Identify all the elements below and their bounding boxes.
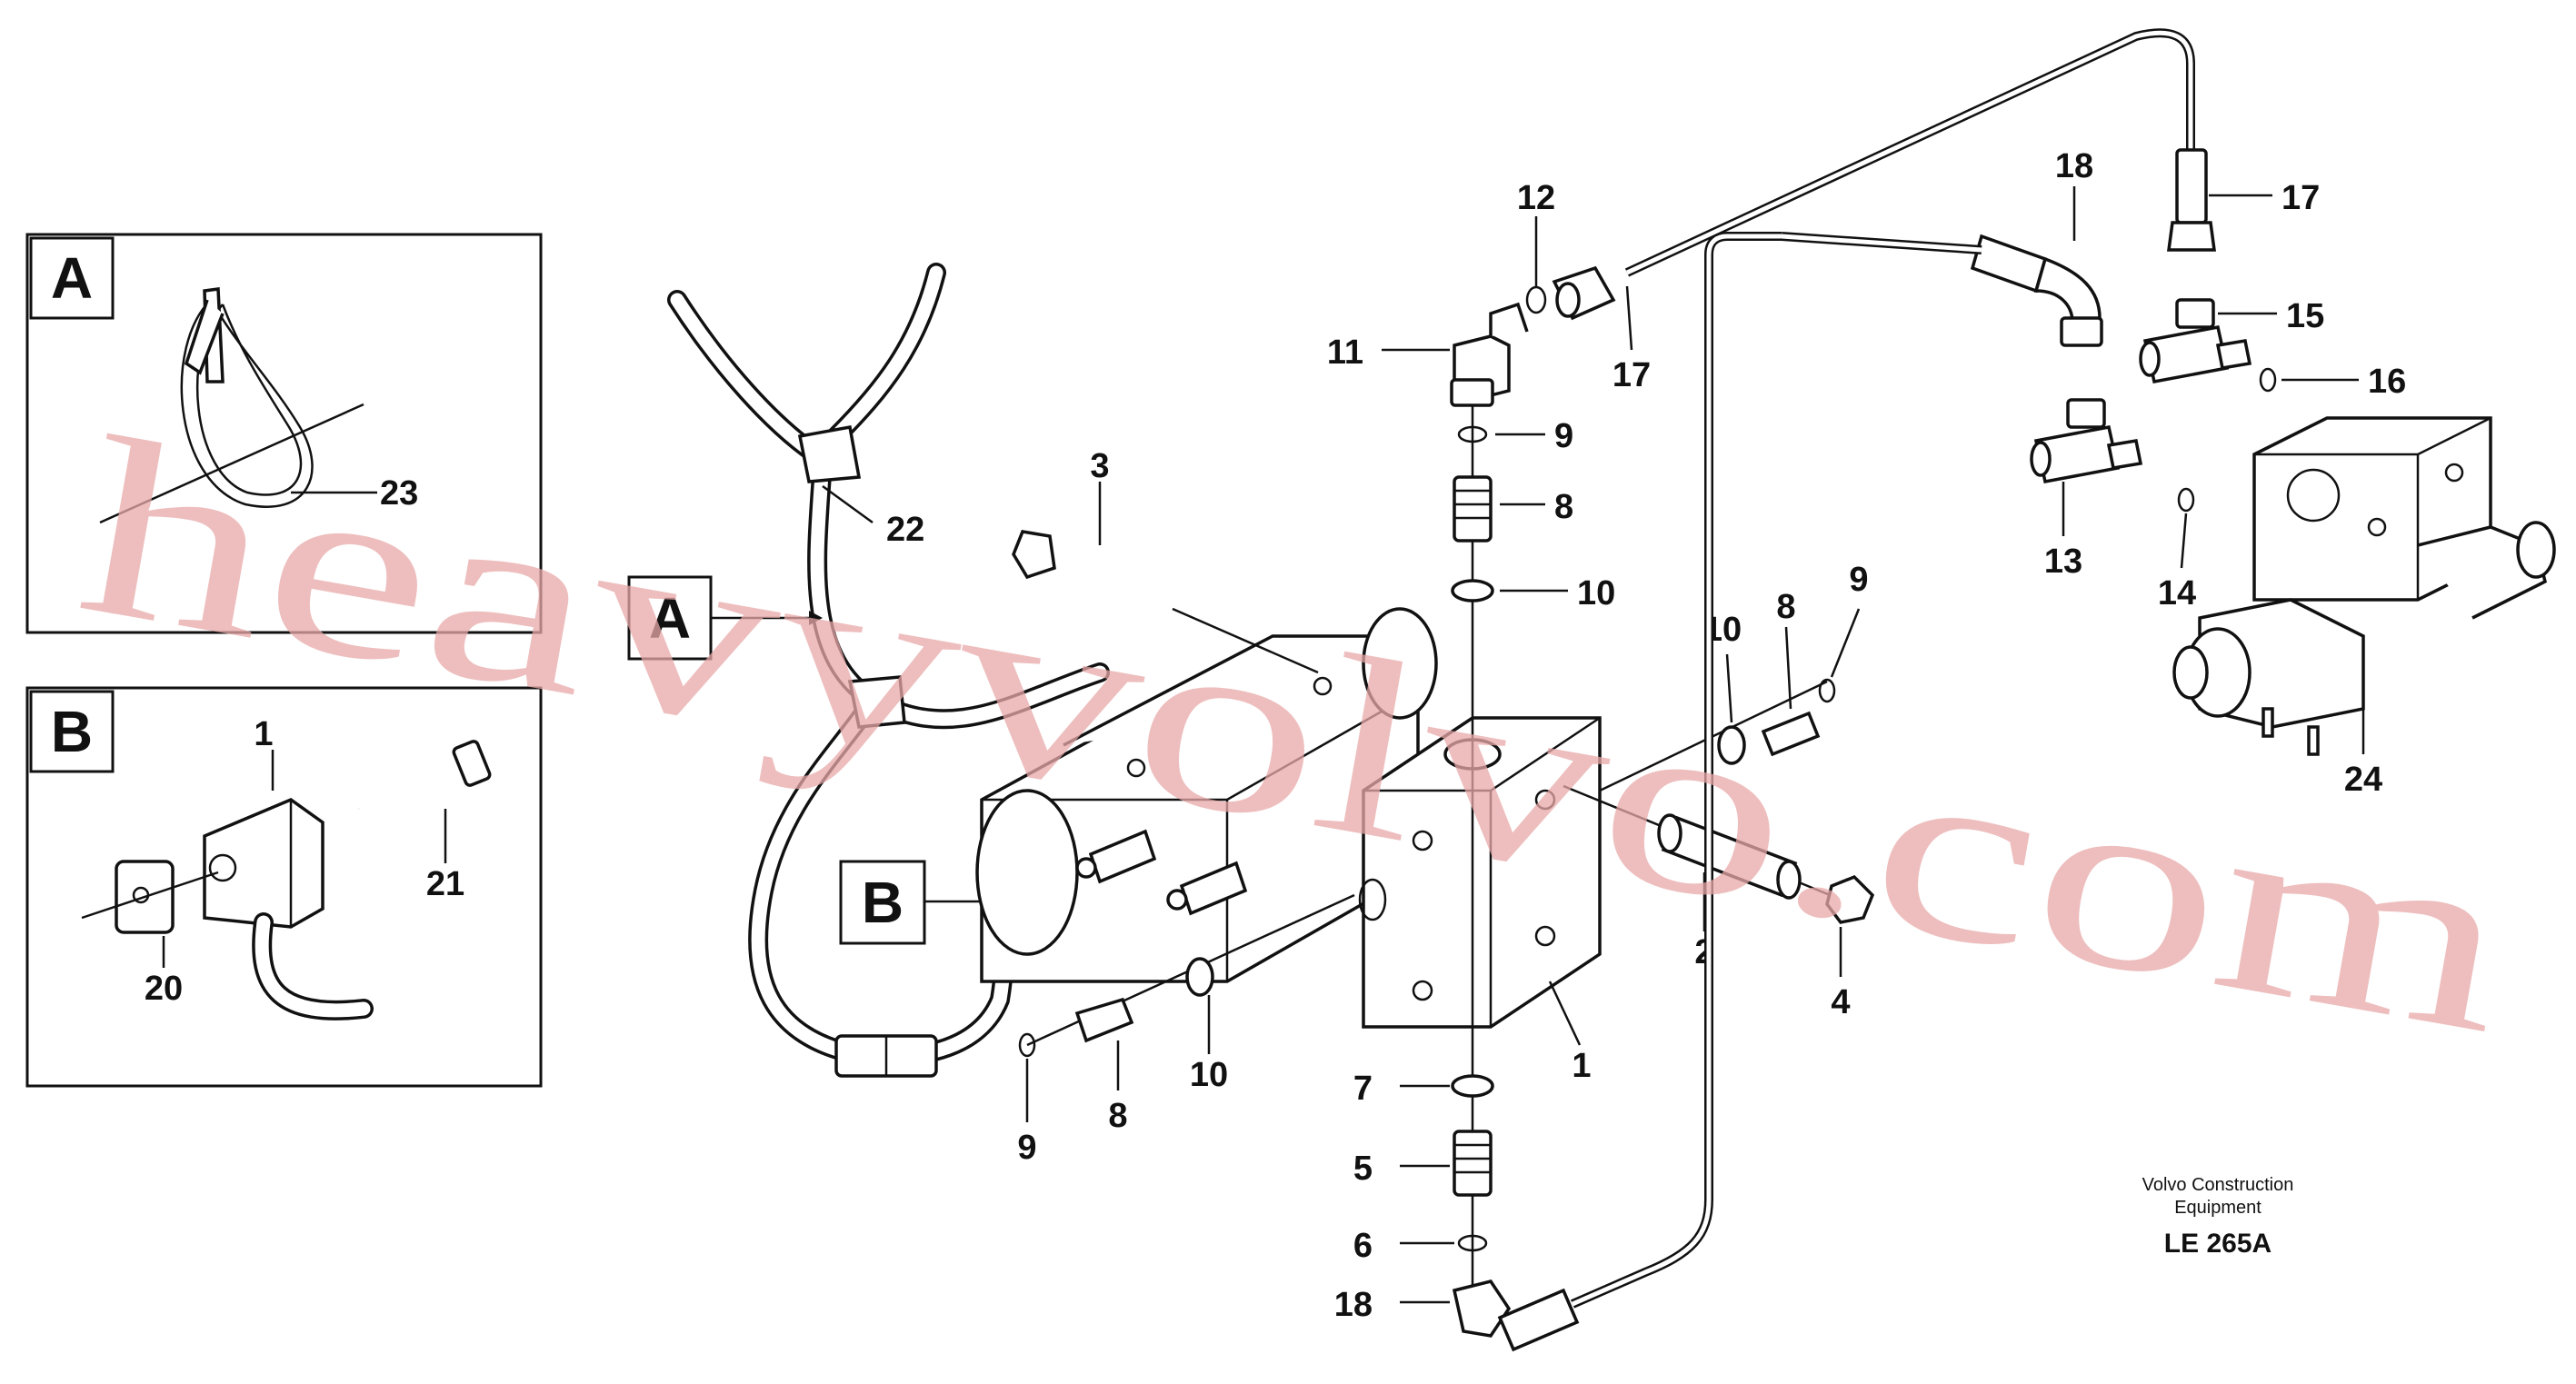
callout-13: 13 <box>2044 543 2082 581</box>
adapter-8-left <box>1074 997 1134 1043</box>
wire-harness <box>667 263 1110 1078</box>
callout-20: 20 <box>145 970 183 1008</box>
elbow-hose-18-bottom <box>1452 232 1782 1352</box>
svg-text:B: B <box>862 870 904 935</box>
callout-8-top: 8 <box>1554 488 1573 526</box>
tee-fitting-13 <box>2030 398 2143 484</box>
callout-17-right: 17 <box>2281 179 2320 217</box>
adapter-5 <box>1453 1130 1493 1197</box>
callout-8-right: 8 <box>1776 588 1795 626</box>
callout-14: 14 <box>2158 574 2196 612</box>
o-ring-14 <box>2177 487 2195 513</box>
adapter-8-top <box>1453 475 1493 543</box>
callout-10-left: 10 <box>1190 1056 1228 1094</box>
o-ring-9-right <box>1818 678 1836 703</box>
brand-line-2: Equipment <box>2174 1198 2261 1218</box>
svg-text:A: A <box>649 585 691 651</box>
detail-a-panel: A 23 <box>25 233 543 634</box>
connector-plug-part <box>81 740 492 1021</box>
publisher-block: Volvo Construction Equipment LE 265A <box>2142 1175 2294 1259</box>
callout-7: 7 <box>1353 1070 1373 1108</box>
brand-line-1: Volvo Construction <box>2142 1175 2294 1195</box>
callout-23: 23 <box>380 474 418 513</box>
callout-9-right: 9 <box>1849 561 1868 599</box>
elbow-fitting-11 <box>1450 302 1529 407</box>
callout-6: 6 <box>1353 1227 1373 1265</box>
bolt-part-3 <box>1012 530 1319 674</box>
detail-a-letter: A <box>51 245 93 311</box>
callout-1: 1 <box>1572 1047 1591 1085</box>
pipe-17-to-17 <box>1624 28 2195 277</box>
nut-fitting-17 <box>1552 265 1616 321</box>
o-ring-9-top <box>1457 425 1488 443</box>
callout-9-left: 9 <box>1017 1129 1036 1167</box>
watermark: heavyvolvo.com <box>64 383 2530 1087</box>
o-ring-16 <box>2259 367 2277 393</box>
callout-17-left: 17 <box>1612 356 1651 394</box>
callout-18-bottom: 18 <box>1334 1286 1373 1324</box>
washer-10-top <box>1451 579 1494 602</box>
detail-b-panel: B 1 21 20 <box>25 686 543 1088</box>
solenoid-valve-stack <box>975 607 1438 983</box>
callout-15: 15 <box>2286 297 2324 335</box>
callout-9-top: 9 <box>1554 417 1573 455</box>
reference-tag-a: A <box>627 575 823 661</box>
callout-10-top: 10 <box>1577 574 1615 612</box>
callout-1-detail: 1 <box>254 715 273 753</box>
callout-22: 22 <box>886 511 924 549</box>
callout-12: 12 <box>1517 179 1555 217</box>
washer-7 <box>1451 1074 1494 1098</box>
washer-10-left <box>1185 957 1214 997</box>
o-ring-6 <box>1457 1234 1488 1252</box>
hose-fitting-18-top <box>1781 232 2103 347</box>
callout-5: 5 <box>1353 1150 1373 1188</box>
drawing-code: LE 265A <box>2164 1229 2271 1259</box>
hose-fitting-17-right <box>2167 148 2216 252</box>
washer-10-right <box>1717 725 1746 765</box>
o-ring-12 <box>1525 285 1547 314</box>
callout-11: 11 <box>1327 334 1363 372</box>
callout-24: 24 <box>2344 761 2382 799</box>
o-ring-9-left <box>1018 1032 1036 1058</box>
nut-4 <box>1825 874 1875 924</box>
callout-21: 21 <box>426 865 464 903</box>
callout-16: 16 <box>2368 363 2406 401</box>
cable-tie-part <box>99 287 364 524</box>
callout-18-top: 18 <box>2055 147 2093 185</box>
solenoid-valve-24 <box>2172 416 2556 756</box>
callout-8-left: 8 <box>1108 1097 1127 1135</box>
adapter-8-right <box>1761 711 1821 757</box>
callout-3: 3 <box>1090 447 1109 485</box>
detail-b-letter: B <box>51 699 93 764</box>
tee-fitting-15 <box>2139 298 2252 384</box>
callout-4: 4 <box>1831 983 1850 1021</box>
